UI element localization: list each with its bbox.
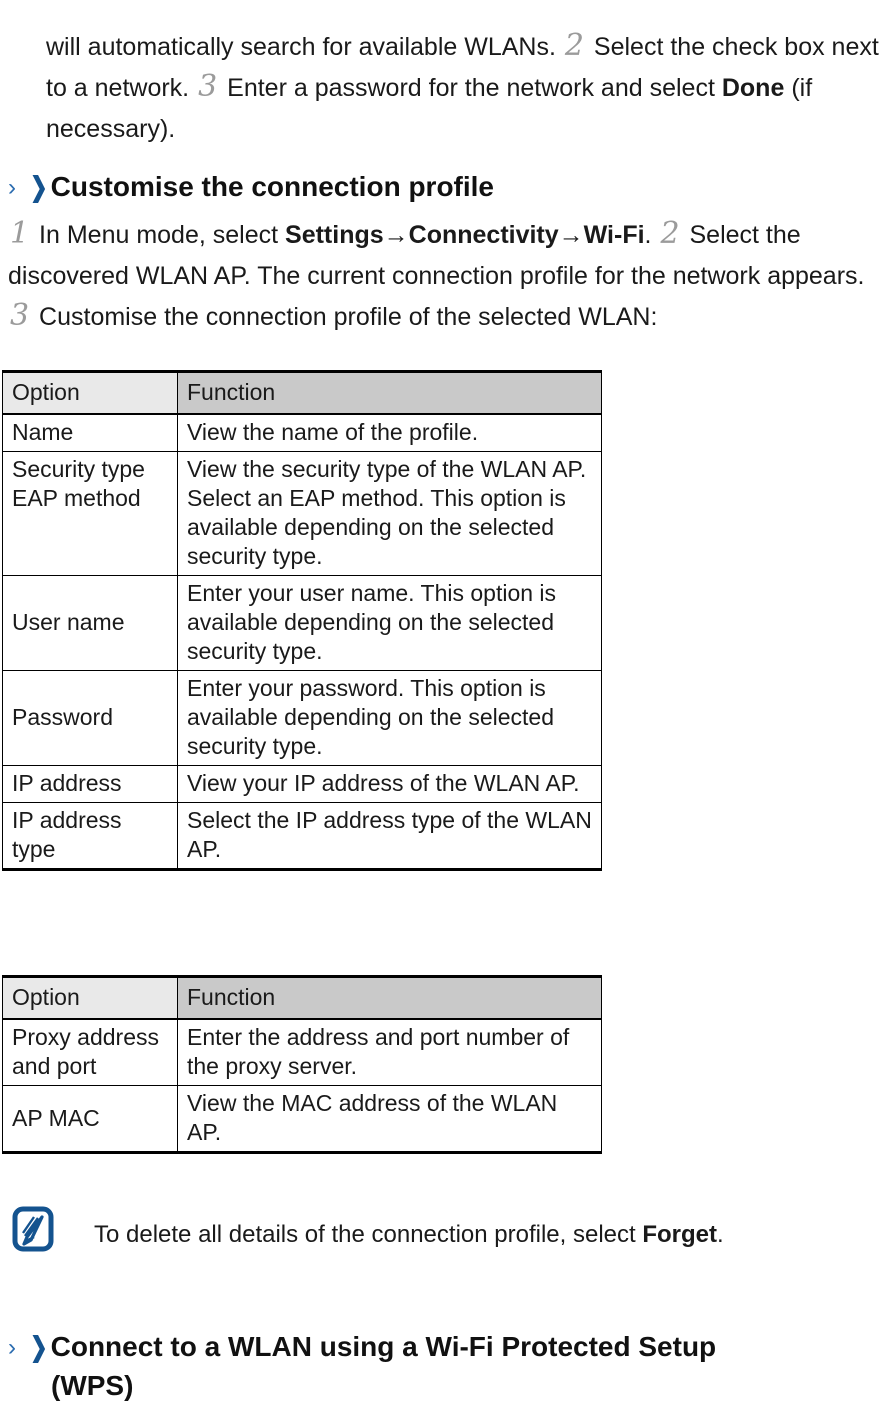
- option-cell: Security type EAP method: [2, 451, 178, 576]
- column-header-function: Function: [177, 370, 602, 415]
- option-cell: IP address type: [2, 802, 178, 871]
- option-cell: Name: [2, 413, 178, 452]
- function-cell: View the MAC address of the WLAN AP.: [177, 1085, 602, 1154]
- step-number-2b: 2: [660, 216, 680, 251]
- note-bold-forget: Forget: [642, 1221, 718, 1248]
- intro-paragraph: will automatically search for available …: [46, 27, 887, 150]
- arrow-icon-1: →: [383, 221, 409, 249]
- intro-text-2: Select the check box next to a network.: [46, 33, 879, 102]
- steps-text-2: Select the discovered WLAN AP. The curre…: [8, 221, 865, 290]
- step-number-3b: 3: [10, 298, 30, 333]
- note-text-period: .: [717, 1221, 724, 1248]
- option-cell: IP address: [2, 765, 178, 803]
- options-table-1-head: Option Function: [2, 370, 602, 415]
- note-text-main: To delete all details of the connection …: [94, 1221, 636, 1248]
- section-heading-wps-text: Connect to a WLAN using a Wi-Fi Protecte…: [50, 1331, 717, 1363]
- step-number-2: 2: [564, 28, 584, 63]
- column-header-function: Function: [177, 975, 602, 1020]
- section-heading-wps: › ❯Connect to a WLAN using a Wi-Fi Protec…: [8, 1328, 878, 1405]
- menu-path-wifi: Wi-Fi: [583, 221, 645, 249]
- table-header-row: Option Function: [2, 370, 602, 415]
- function-cell: Enter the address and port number of the…: [177, 1018, 602, 1086]
- option-cell: User name: [2, 575, 178, 671]
- function-cell: View your IP address of the WLAN AP.: [177, 765, 602, 803]
- intro-text-1: will automatically search for available …: [46, 33, 556, 61]
- function-cell: View the security type of the WLAN AP. S…: [177, 451, 602, 576]
- note-text: To delete all details of the connection …: [54, 1202, 724, 1251]
- menu-path-settings: Settings: [285, 221, 384, 249]
- intro-text-3: Enter a password for the network and sel…: [227, 74, 715, 102]
- chevron-right-thin-icon: ›: [8, 1334, 16, 1362]
- chevron-right-bold-icon: ❯: [30, 1332, 48, 1363]
- steps-paragraph: 1 In Menu mode, select Settings→Connecti…: [8, 215, 868, 338]
- section-heading-customise: › ❯Customise the connection profile: [8, 168, 868, 207]
- section-heading-wps-text-line2: (WPS): [51, 1370, 134, 1402]
- table-header-row: Option Function: [2, 975, 602, 1020]
- intro-text-4: (if necessary).: [46, 74, 813, 143]
- section-heading-customise-text: Customise the connection profile: [50, 171, 495, 203]
- steps-text-1: In Menu mode, select: [39, 221, 279, 249]
- column-header-option: Option: [2, 975, 178, 1020]
- steps-text-1-end: .: [644, 221, 652, 249]
- intro-bold-done: Done: [721, 74, 785, 102]
- option-cell: Password: [2, 670, 178, 766]
- function-cell: Enter your password. This option is avai…: [177, 670, 602, 766]
- chevron-right-thin-icon: ›: [8, 174, 16, 202]
- step-number-1: 1: [10, 216, 30, 251]
- menu-path-connectivity: Connectivity: [408, 221, 559, 249]
- column-header-option: Option: [2, 370, 178, 415]
- arrow-icon-2: →: [558, 221, 584, 249]
- note-block: To delete all details of the connection …: [12, 1202, 872, 1252]
- note-quill-icon: [12, 1206, 54, 1252]
- step-number-3: 3: [198, 69, 218, 104]
- chevron-right-bold-icon: ❯: [30, 172, 48, 203]
- function-cell: Enter your user name. This option is ava…: [177, 575, 602, 671]
- function-cell: Select the IP address type of the WLAN A…: [177, 802, 602, 871]
- function-cell: View the name of the profile.: [177, 413, 602, 452]
- option-cell: AP MAC: [2, 1085, 178, 1154]
- options-table-2-head: Option Function: [2, 975, 602, 1020]
- steps-text-3: Customise the connection profile of the …: [39, 303, 658, 331]
- option-cell: Proxy address and port: [2, 1018, 178, 1086]
